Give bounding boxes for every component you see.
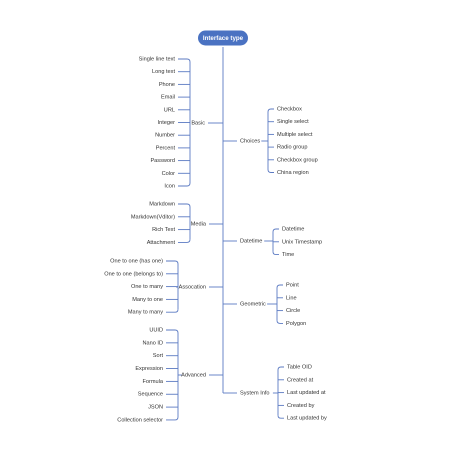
root-node: [198, 30, 248, 46]
node-advanced-1: Nano ID: [142, 340, 163, 346]
node-association-0: One to one (has one): [110, 258, 163, 264]
node-system_info-4: Last updated by: [287, 416, 327, 422]
node-basic-0: Single line text: [139, 56, 176, 62]
node-advanced-4: Formula: [142, 379, 163, 385]
node-system_info-1: Created at: [287, 377, 314, 383]
node-geometric-3: Polygon: [286, 321, 306, 327]
group-label-association: Assocation: [179, 284, 206, 290]
node-geometric-2: Circle: [286, 308, 300, 314]
node-association-2: One to many: [131, 284, 163, 290]
node-basic-6: Number: [155, 133, 175, 139]
node-basic-3: Email: [161, 95, 175, 101]
node-advanced-3: Expression: [135, 366, 163, 372]
item-line-basic-10: [178, 182, 191, 187]
node-datetime-2: Time: [282, 252, 294, 258]
item-line-datetime-0: [272, 228, 279, 233]
node-basic-1: Long text: [152, 69, 175, 75]
group-label-geometric: Geometric: [240, 301, 266, 307]
item-line-choices-0: [267, 108, 274, 113]
connector-lines: [166, 47, 284, 421]
node-basic-7: Percent: [156, 145, 176, 151]
node-geometric-0: Point: [286, 282, 299, 288]
node-basic-4: URL: [164, 107, 175, 113]
node-association-1: One to one (belongs to): [104, 271, 163, 277]
root-node-label: Interface type: [203, 35, 244, 42]
item-line-choices-5: [267, 169, 274, 173]
item-line-system_info-4: [277, 415, 284, 419]
item-line-datetime-2: [272, 251, 279, 256]
node-basic-8: Password: [150, 158, 175, 164]
node-system_info-3: Created by: [287, 403, 315, 409]
node-media-0: Markdown: [149, 201, 175, 207]
node-advanced-2: Sort: [153, 353, 164, 359]
node-media-3: Attachment: [147, 240, 176, 246]
node-choices-2: Multiple select: [277, 132, 313, 138]
group-label-choices: Choices: [240, 138, 260, 144]
group-label-datetime: Datetime: [240, 238, 262, 244]
node-choices-4: Checkbox group: [277, 157, 318, 163]
node-datetime-0: Datetime: [282, 226, 304, 232]
node-basic-5: Integer: [158, 120, 176, 126]
item-line-advanced-0: [166, 329, 179, 334]
node-media-1: Markdown(Vditor): [131, 214, 175, 220]
item-line-advanced-7: [166, 416, 179, 421]
item-line-geometric-0: [276, 284, 283, 289]
node-geometric-1: Line: [286, 295, 297, 301]
item-line-system_info-0: [277, 366, 284, 371]
item-line-association-0: [166, 260, 179, 265]
node-association-3: Many to one: [132, 297, 163, 303]
item-line-media-0: [178, 203, 191, 208]
node-media-2: Rich Text: [152, 227, 175, 233]
node-system_info-2: Last updated at: [287, 390, 326, 396]
node-association-4: Many to many: [128, 310, 163, 316]
node-advanced-7: Collection selector: [117, 417, 163, 423]
node-choices-1: Single select: [277, 119, 309, 125]
node-basic-10: Icon: [164, 183, 175, 189]
group-label-media: Media: [191, 221, 207, 227]
node-basic-9: Color: [162, 171, 176, 177]
node-advanced-6: JSON: [148, 405, 163, 411]
item-line-geometric-3: [276, 320, 283, 324]
node-choices-3: Radio group: [277, 145, 307, 151]
node-system_info-0: Table OID: [287, 364, 312, 370]
node-datetime-1: Unix Timestamp: [282, 239, 322, 245]
node-choices-0: Checkbox: [277, 106, 302, 112]
item-line-association-4: [166, 309, 179, 313]
item-line-media-3: [178, 239, 191, 243]
group-label-advanced: Advanced: [181, 372, 206, 378]
item-line-basic-0: [178, 58, 191, 63]
node-choices-5: China region: [277, 170, 309, 176]
node-basic-2: Phone: [159, 82, 175, 88]
group-label-system_info: System Info: [240, 390, 270, 396]
group-label-basic: Basic: [191, 120, 205, 126]
node-advanced-0: UUID: [149, 327, 163, 333]
node-advanced-5: Sequence: [138, 392, 163, 398]
